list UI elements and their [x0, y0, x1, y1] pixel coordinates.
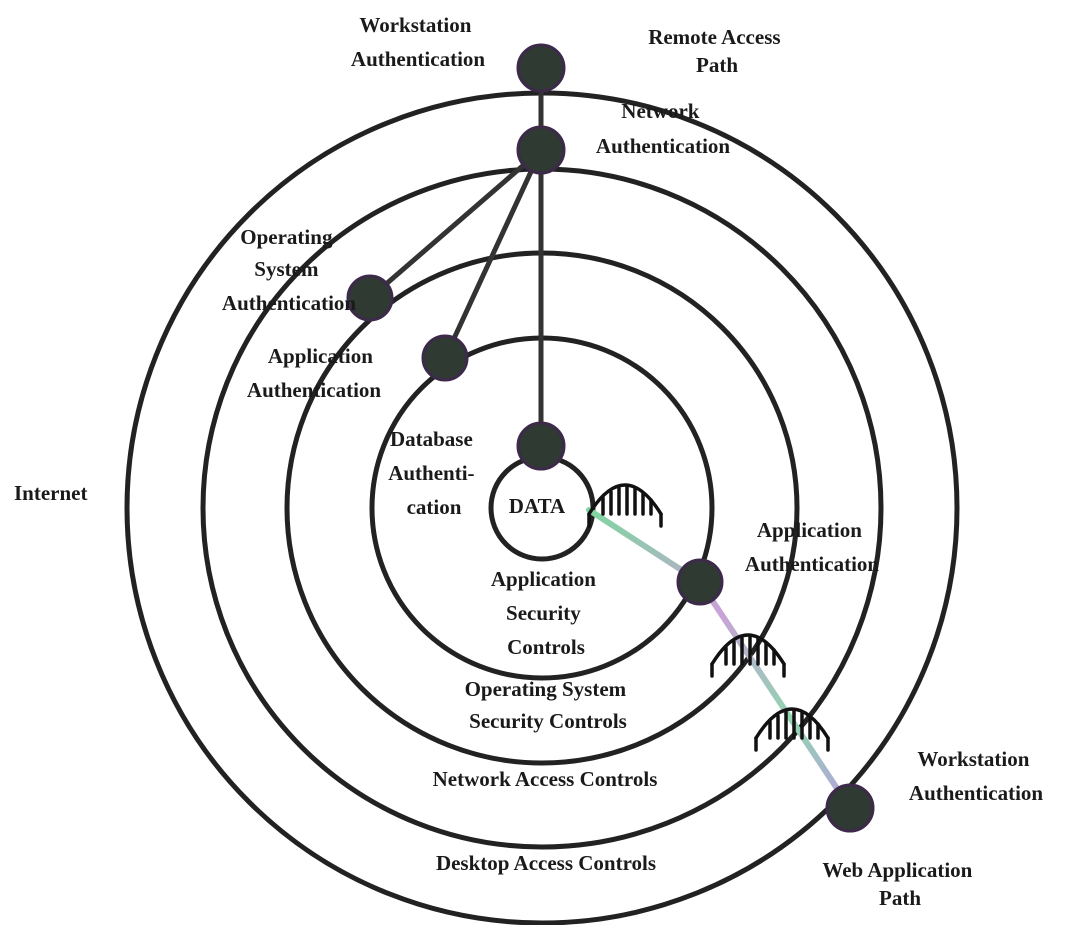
- label-workstation-auth-bottom: Workstation Authentication: [909, 747, 1043, 805]
- remote-access-links: [367, 65, 544, 449]
- label-internet: Internet: [14, 481, 87, 505]
- label-os-auth: Operating System Authentication: [222, 225, 356, 315]
- node-app-auth-right: [676, 558, 724, 606]
- node-workstation-auth-top: [516, 43, 566, 93]
- node-database-auth: [516, 421, 566, 471]
- label-app-auth-left: Application Authentication: [247, 344, 381, 402]
- bridge-arch-icon: [710, 633, 786, 678]
- bridge-arch-icon: [587, 483, 663, 528]
- label-remote-access-path: Remote Access Path: [648, 25, 786, 77]
- node-app-auth-left: [421, 334, 469, 382]
- authentication-nodes: [346, 43, 875, 833]
- label-desktop-access-controls: Desktop Access Controls: [436, 851, 656, 875]
- label-app-security-controls: Application Security Controls: [491, 567, 601, 659]
- bridge-arch-icon: [754, 707, 830, 752]
- label-network-auth: Network Authentication: [596, 99, 730, 158]
- label-database-auth: Database Authenti- cation: [388, 427, 480, 519]
- node-os-auth: [346, 274, 394, 322]
- label-app-auth-right: Application Authentication: [745, 518, 879, 576]
- label-workstation-auth-top: Workstation Authentication: [351, 13, 485, 71]
- label-data: DATA: [509, 494, 566, 518]
- node-workstation-auth-bottom: [825, 783, 875, 833]
- label-os-security-controls: Operating System Security Controls: [465, 677, 632, 733]
- node-network-auth: [516, 125, 566, 175]
- link-network-os: [367, 147, 544, 301]
- link-network-app: [442, 147, 544, 361]
- label-web-application-path: Web Application Path: [822, 858, 977, 910]
- label-network-access-controls: Network Access Controls: [433, 767, 658, 791]
